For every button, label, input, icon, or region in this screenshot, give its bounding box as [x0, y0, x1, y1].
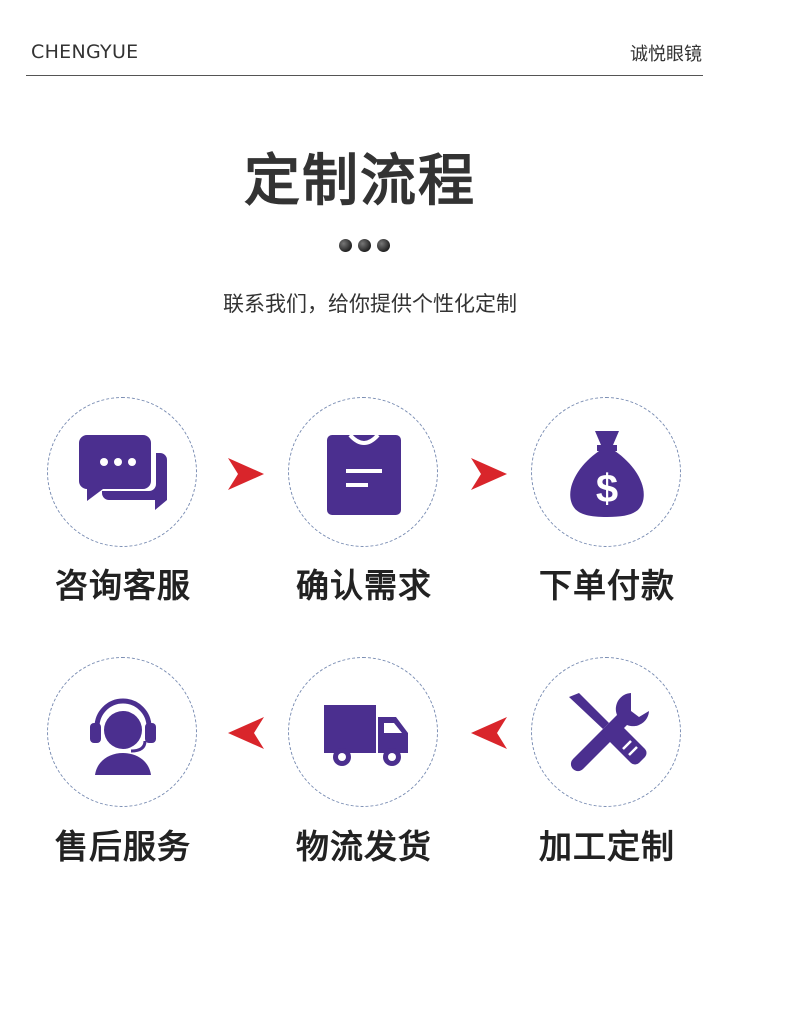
dashed-ring	[47, 657, 197, 807]
dot	[377, 239, 390, 252]
dot	[358, 239, 371, 252]
delivery-truck-icon	[324, 705, 408, 766]
step-after-sales	[47, 657, 199, 809]
dashed-ring	[47, 397, 197, 547]
title-dots	[339, 239, 390, 253]
dashed-ring	[288, 397, 438, 547]
dashed-ring	[531, 657, 681, 807]
customer-service-icon	[90, 698, 156, 775]
step-payment: $	[531, 397, 683, 549]
subtitle: 联系我们，给你提供个性化定制	[223, 292, 517, 316]
step-consult	[47, 397, 199, 549]
step-label: 咨询客服	[55, 566, 191, 605]
dashed-ring	[531, 397, 681, 547]
document-icon	[327, 433, 401, 515]
page-title: 定制流程	[244, 149, 476, 214]
brand-name-cn: 诚悦眼镜	[630, 44, 702, 65]
header: CHENGYUE 诚悦眼镜	[0, 0, 790, 80]
brand-name: CHENGYUE	[31, 41, 139, 63]
header-divider	[26, 75, 703, 76]
chat-bubbles-icon	[79, 435, 167, 510]
dot	[339, 239, 352, 252]
arrow-right-icon	[471, 458, 507, 490]
step-label: 售后服务	[55, 827, 191, 866]
step-confirm	[288, 397, 440, 549]
step-label: 确认需求	[296, 566, 432, 605]
arrow-left-icon	[471, 717, 507, 749]
step-label: 物流发货	[296, 827, 432, 866]
arrow-right-icon	[228, 458, 264, 490]
step-shipping	[288, 657, 440, 809]
step-label: 下单付款	[539, 566, 675, 605]
arrow-left-icon	[228, 717, 264, 749]
svg-text:$: $	[596, 467, 618, 511]
money-bag-icon: $	[570, 431, 644, 517]
tools-icon	[569, 693, 649, 772]
step-processing	[531, 657, 683, 809]
dashed-ring	[288, 657, 438, 807]
step-label: 加工定制	[539, 827, 675, 866]
